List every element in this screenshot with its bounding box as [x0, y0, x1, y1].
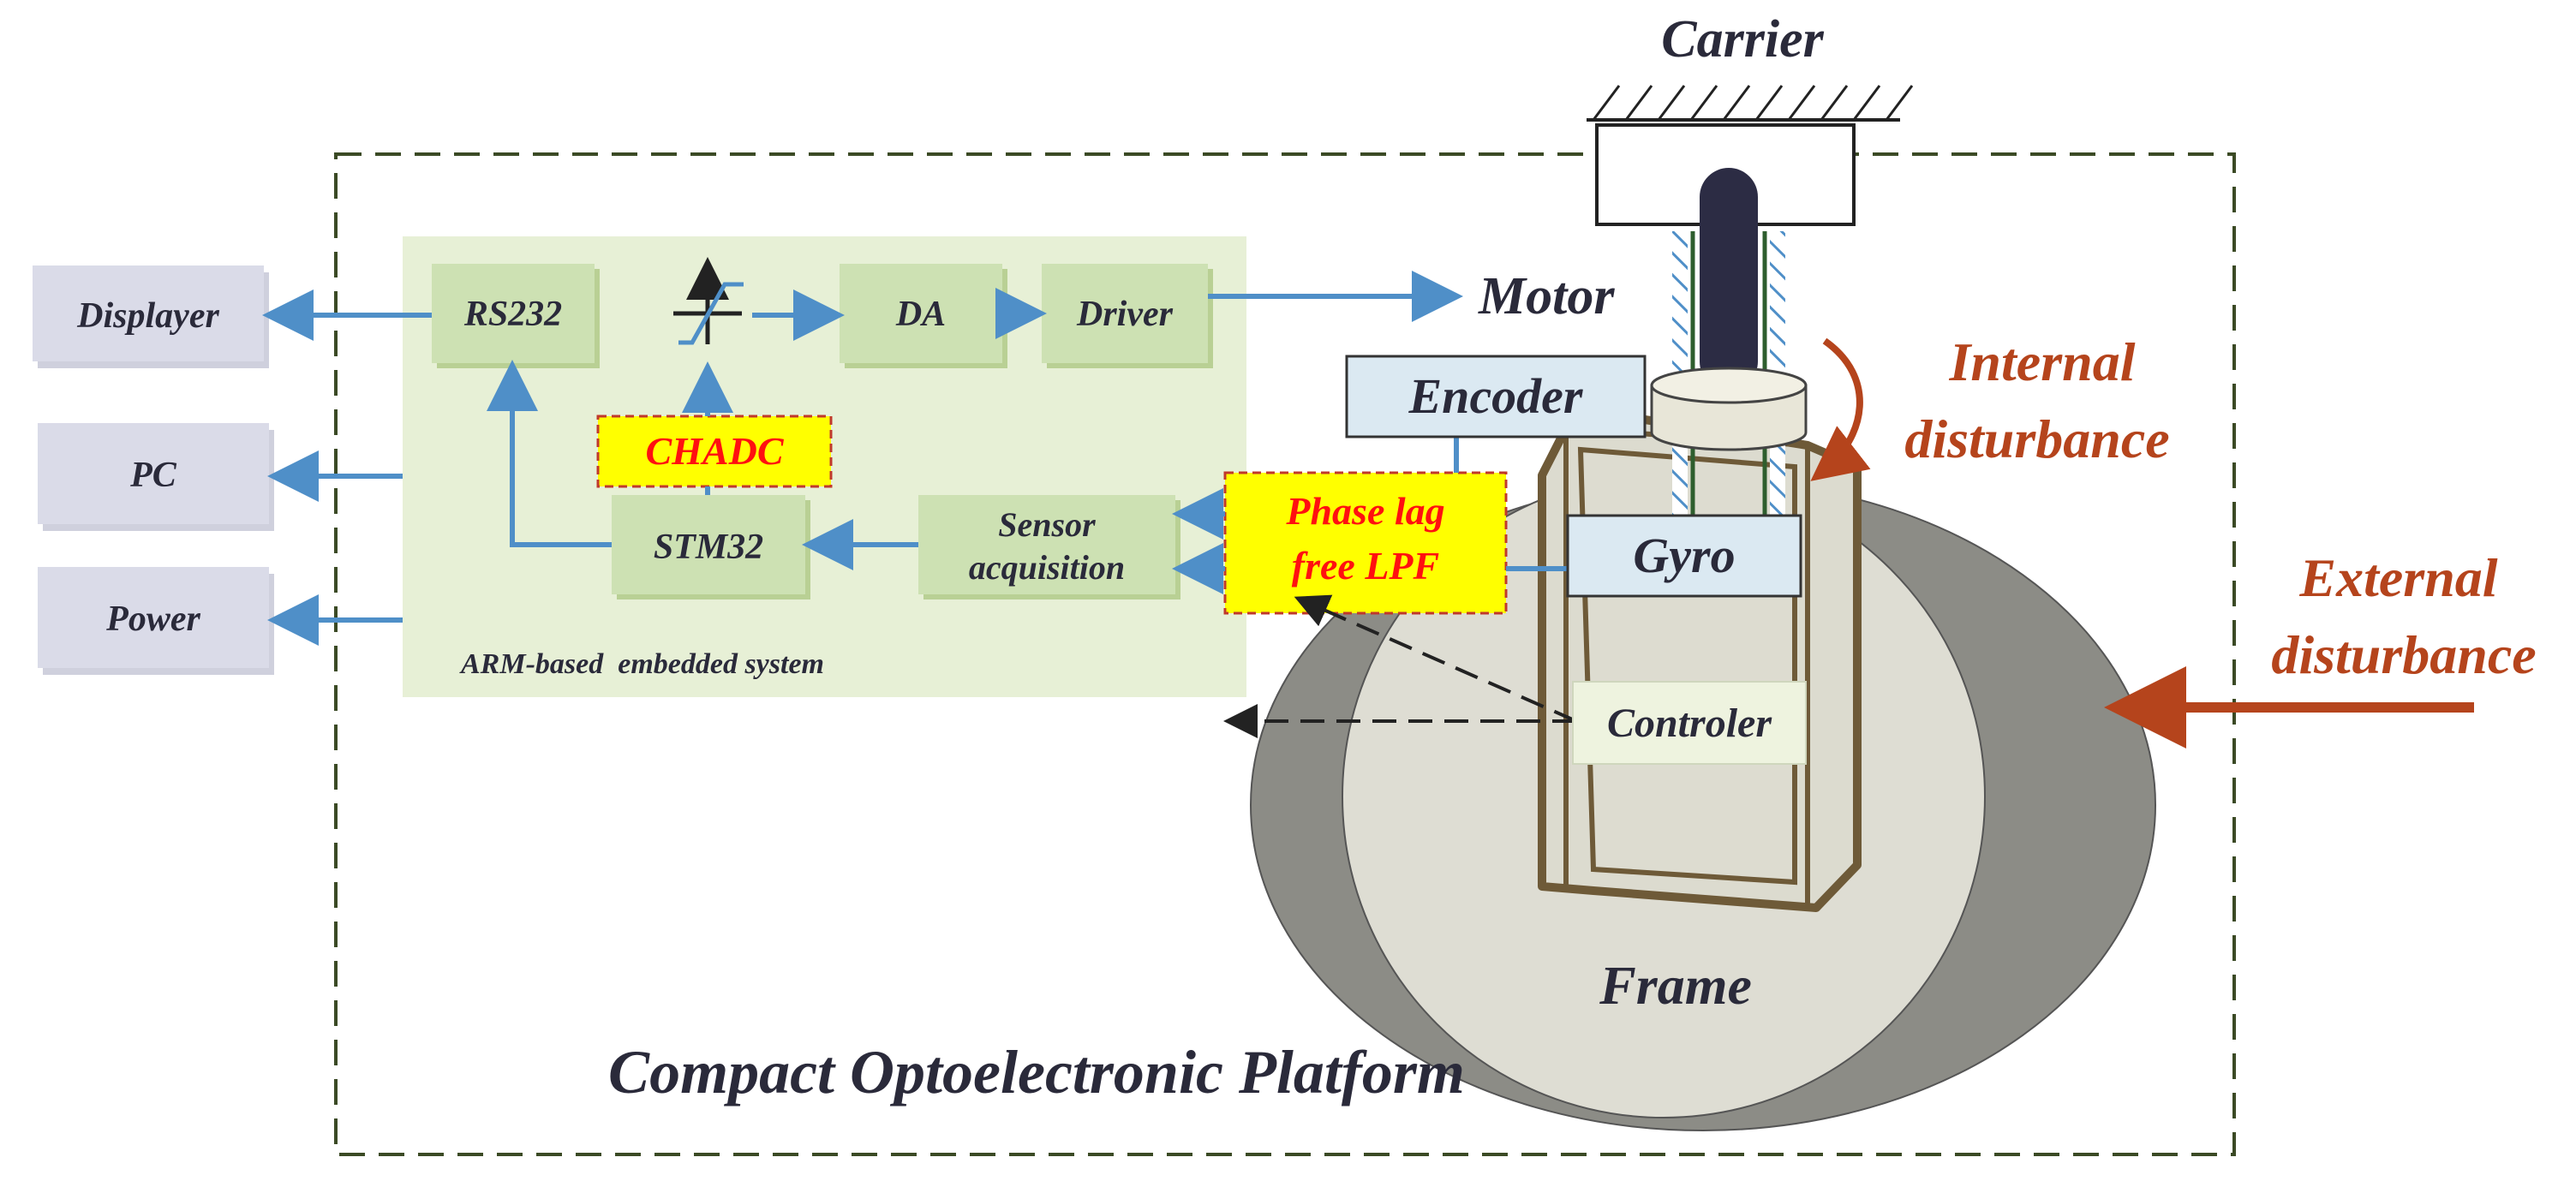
carrier-label: Carrier: [1661, 10, 1824, 69]
internal-disturbance-arrow: [1810, 337, 1871, 481]
da-box: DA: [840, 264, 1007, 368]
stm32-to-rs232-arrow: [487, 360, 612, 547]
gyro-box: Gyro: [1566, 514, 1802, 598]
sensor-acquisition-label-1: Sensor: [998, 505, 1096, 544]
power-label: Power: [105, 599, 200, 639]
pc-label: PC: [129, 456, 177, 495]
power-box: Power: [38, 567, 274, 675]
pc-box: PC: [38, 423, 274, 531]
motor-label: Motor: [1478, 267, 1615, 325]
controller-label: Controler: [1607, 701, 1772, 746]
external-disturbance-label-2: disturbance: [2271, 624, 2536, 685]
controller-box: Controler: [1572, 681, 1807, 765]
external-disturbance-label-1: External: [2298, 547, 2497, 608]
frame-label: Frame: [1599, 955, 1752, 1016]
encoder-label: Encoder: [1408, 368, 1583, 424]
lpf-label-1: Phase lag: [1285, 489, 1444, 533]
controller-arrows: [1223, 594, 1577, 738]
driver-box: Driver: [1042, 264, 1213, 368]
da-label: DA: [895, 295, 946, 334]
internal-disturbance-label-2: disturbance: [1904, 409, 2169, 469]
stm32-box: STM32: [612, 495, 810, 599]
carrier-hatch: [1592, 85, 1914, 121]
encoder-box: Encoder: [1345, 355, 1647, 438]
saturation-function-icon: [673, 257, 744, 345]
gyro-label: Gyro: [1633, 528, 1735, 583]
sensor-acquisition-label-2: acquisition: [969, 548, 1125, 587]
chadc-box: CHADC: [596, 415, 833, 488]
rs232-label: RS232: [463, 295, 562, 334]
sensor-acquisition-box: Sensor acquisition: [918, 495, 1180, 599]
displayer-label: Displayer: [76, 296, 219, 336]
chadc-label: CHADC: [645, 429, 784, 473]
carrier-assembly: [1587, 85, 1914, 522]
platform-boundary: [334, 152, 2236, 1156]
rs232-box: RS232: [432, 264, 600, 368]
controller-to-lpf-arrow: [1294, 594, 1577, 723]
platform-title: Compact Optoelectronic Platform: [608, 1038, 1465, 1106]
internal-disturbance-label-1: Internal: [1949, 331, 2136, 392]
signal-arrows: [262, 271, 1568, 646]
motor-shaft: [1700, 168, 1758, 391]
driver-label: Driver: [1076, 295, 1174, 334]
lpf-box: Phase lag free LPF: [1223, 471, 1508, 615]
stm32-label: STM32: [654, 528, 763, 567]
displayer-box: Displayer: [33, 265, 269, 368]
embedded-system-caption: ARM-based embedded system: [459, 648, 824, 680]
lpf-label-2: free LPF: [1292, 544, 1439, 588]
